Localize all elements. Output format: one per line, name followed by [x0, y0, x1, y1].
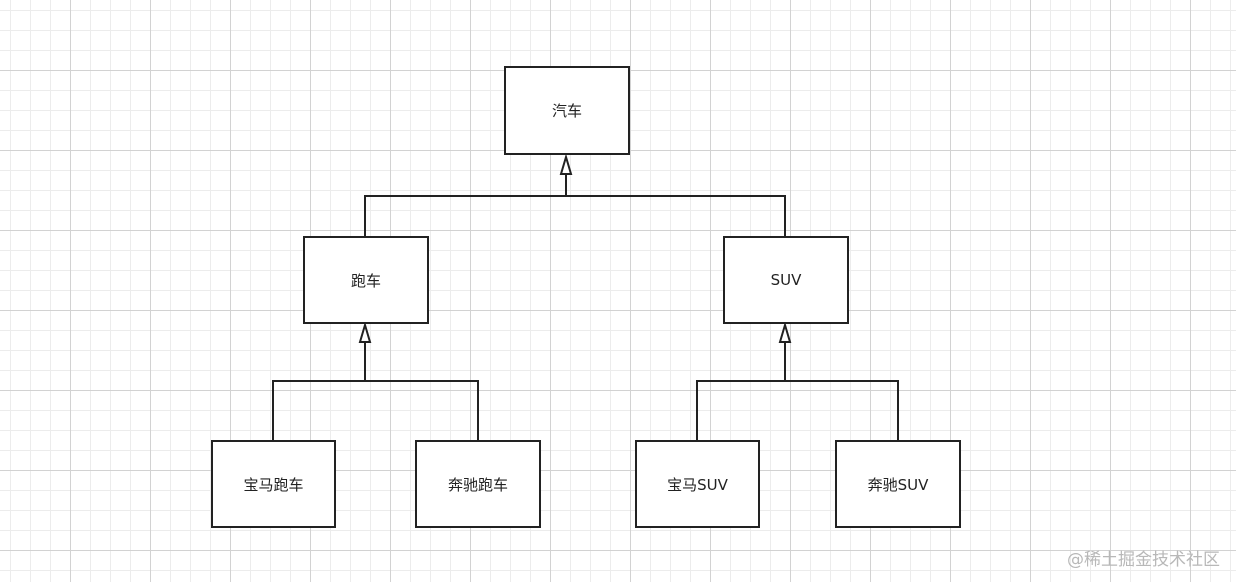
connector-bmw-suv-to-suv: [696, 342, 786, 440]
inheritance-arrow-icon: [559, 153, 573, 175]
node-label: SUV: [770, 271, 802, 289]
node-bmw-suv[interactable]: 宝马SUV: [635, 440, 760, 528]
node-label: 宝马跑车: [243, 475, 304, 494]
watermark: @稀土掘金技术社区: [1067, 550, 1220, 570]
connector-benz-suv-to-suv: [785, 380, 899, 440]
connector-sports-car-to-car: [364, 174, 567, 236]
node-label: 奔驰跑车: [447, 475, 508, 494]
node-benz-suv[interactable]: 奔驰SUV: [835, 440, 961, 528]
connector-bmw-sports-car-to-sports-car: [272, 342, 366, 440]
node-benz-sports-car[interactable]: 奔驰跑车: [415, 440, 541, 528]
node-car[interactable]: 汽车: [504, 66, 630, 155]
connector-suv-to-car: [566, 195, 786, 236]
inheritance-arrow-icon: [778, 321, 792, 343]
node-label: 跑车: [350, 271, 381, 290]
node-suv[interactable]: SUV: [723, 236, 849, 324]
node-sports-car[interactable]: 跑车: [303, 236, 429, 324]
inheritance-arrow-icon: [358, 321, 372, 343]
node-label: 宝马SUV: [667, 475, 728, 494]
connector-benz-sports-car-to-sports-car: [365, 380, 479, 440]
node-label: 汽车: [551, 102, 582, 120]
node-bmw-sports-car[interactable]: 宝马跑车: [211, 440, 336, 528]
node-label: 奔驰SUV: [867, 475, 929, 494]
